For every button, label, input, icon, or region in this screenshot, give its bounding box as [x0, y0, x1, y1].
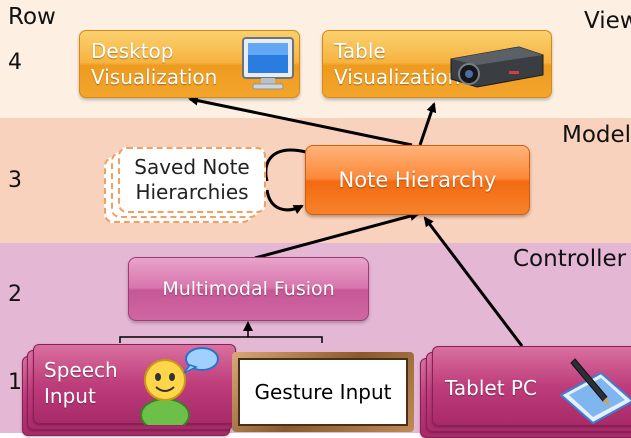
pen-tablet-icon — [559, 358, 631, 425]
saved-note-line2: Hierarchies — [135, 180, 249, 204]
speech-input-card: Speech Input — [33, 344, 236, 425]
row-number-4: 4 — [8, 50, 22, 75]
gesture-input-label: Gesture Input — [254, 380, 392, 404]
tablet-pc-card: Tablet PC — [432, 346, 631, 426]
saved-note-hierarchies-label: Saved Note Hierarchies — [118, 147, 266, 213]
gesture-input-box: Gesture Input — [238, 358, 408, 426]
input-bracket — [119, 336, 323, 343]
arrow-fusion-to-note — [254, 211, 420, 260]
controller-tier-label: Controller — [513, 246, 627, 272]
saved-note-hierarchies-stack: Saved Note Hierarchies — [104, 147, 274, 227]
arrow-tablet-to-note — [423, 216, 524, 347]
saved-note-line1: Saved Note — [134, 155, 250, 179]
loop-arrow-to-saved — [264, 148, 307, 182]
speech-input-line1: Speech — [44, 358, 118, 382]
desktop-visualization-line2: Visualization — [91, 65, 218, 89]
row-number-3: 3 — [8, 168, 22, 193]
table-visualization-box: Table Visualization — [322, 30, 552, 98]
speech-input-line2: Input — [44, 384, 96, 408]
tablet-pc-label: Tablet PC — [445, 376, 537, 400]
row-header: Row — [8, 4, 56, 30]
arrow-note-to-table — [418, 102, 437, 146]
arrow-note-to-desktop — [188, 95, 413, 147]
multimodal-fusion-box: Multimodal Fusion — [128, 257, 369, 321]
multimodal-fusion-label: Multimodal Fusion — [162, 278, 335, 300]
note-hierarchy-label: Note Hierarchy — [338, 168, 497, 192]
saved-note-layer — [118, 147, 266, 213]
table-visualization-line2: Visualization — [334, 65, 461, 89]
model-tier-label: Model — [562, 122, 631, 148]
row-number-2: 2 — [8, 282, 22, 307]
view-tier-label: View — [584, 8, 631, 34]
monitor-icon — [242, 37, 294, 90]
loop-arrow-to-note — [265, 189, 304, 215]
table-visualization-line1: Table — [334, 39, 386, 63]
note-hierarchy-box: Note Hierarchy — [305, 145, 530, 215]
gesture-input-frame: Gesture Input — [232, 352, 414, 432]
desktop-visualization-line1: Desktop — [91, 39, 174, 63]
projector-icon — [450, 46, 544, 88]
row-number-1: 1 — [8, 370, 22, 395]
desktop-visualization-box: Desktop Visualization — [79, 30, 300, 98]
speaking-person-icon — [140, 347, 219, 425]
